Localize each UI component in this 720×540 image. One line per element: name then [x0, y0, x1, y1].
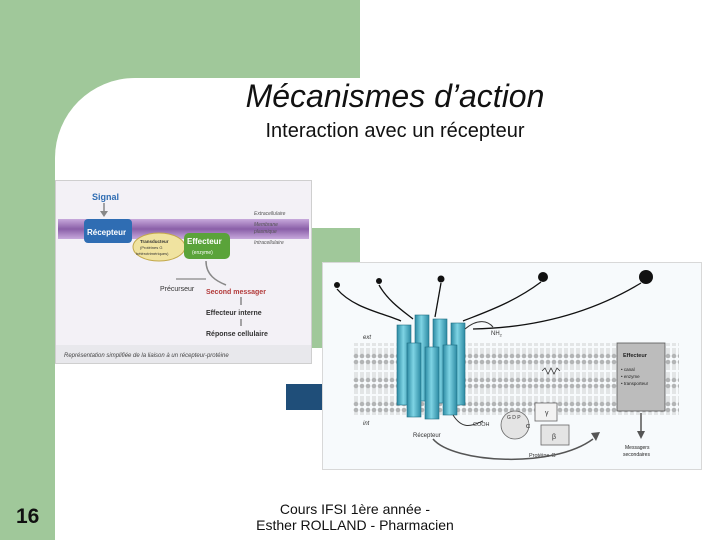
int-label: int — [363, 421, 370, 427]
internal-effector-label: Effecteur interne — [206, 310, 262, 317]
ligand-dot-3 — [437, 275, 445, 283]
extracellular-label: Extracellulaire — [254, 211, 286, 217]
gdp-label: G D P — [507, 415, 521, 421]
ext-label: ext — [363, 335, 371, 341]
gpcr-detailed-diagram: ext int NH2 COOH Récepteur γ α β G D P P… — [323, 263, 701, 469]
figure-receptor-simplified: Signal Récepteur Extracellulaire Membran… — [55, 180, 312, 364]
receptor-simplified-diagram: Signal Récepteur Extracellulaire Membran… — [56, 181, 311, 363]
transducer-label-line1: Transducteur — [140, 239, 169, 244]
helix-6 — [424, 346, 440, 420]
ligand-dot-4 — [538, 272, 548, 282]
effector-box — [616, 342, 666, 412]
beta-label: β — [552, 434, 556, 441]
figure1-caption-bar — [56, 345, 311, 363]
ligand-dot-2 — [376, 278, 382, 284]
activation-arrowhead — [591, 432, 600, 441]
effector-item-1: • canal — [621, 367, 635, 372]
membrane-label-line2: plasmique — [253, 229, 277, 235]
g-protein-alpha — [500, 410, 530, 440]
transducer-label-line3: hétérotrimériques) — [136, 251, 169, 256]
second-messengers-line1: Messagers — [625, 445, 650, 451]
signal-label: Signal — [92, 192, 119, 202]
effector-box — [184, 233, 230, 259]
g-protein-anchor — [541, 367, 561, 375]
slide-number: 16 — [16, 505, 40, 528]
nh2-tail — [464, 321, 494, 330]
slide-title: Mécanismes d’action — [245, 78, 545, 114]
cellular-response-label: Réponse cellulaire — [206, 331, 268, 338]
effector-label: Effecteur — [187, 237, 222, 246]
cooh-tail — [452, 414, 484, 426]
transducer-label-line2: (Protéines G — [140, 245, 162, 250]
slide-subtitle: Interaction avec un récepteur — [265, 120, 525, 142]
slide-footer: Cours IFSI 1ère année - Esther ROLLAND -… — [220, 501, 490, 533]
second-messenger-label: Second messager — [206, 289, 266, 296]
ligand-arrow-2 — [378, 284, 414, 320]
nh2-label: NH2 — [491, 331, 503, 338]
receptor-helices — [396, 314, 466, 420]
ligand-dot-1 — [334, 282, 340, 288]
g-protein-beta — [540, 424, 570, 446]
membrane-label-line1: Membrane — [254, 222, 278, 228]
figure1-caption: Représentation simplifiée de la liaison … — [64, 353, 229, 359]
helix-7 — [442, 344, 458, 416]
g-protein-label: Protéine-G — [529, 453, 556, 459]
ligand-arrow-4 — [462, 281, 542, 322]
ligand-arrow-5 — [472, 282, 642, 330]
receptor-box — [84, 219, 132, 243]
ligand-arrow-3 — [434, 282, 442, 318]
effector-arrowhead — [637, 431, 645, 439]
effector-title: Effecteur — [623, 353, 648, 359]
figure-gpcr-detailed: ext int NH2 COOH Récepteur γ α β G D P P… — [322, 262, 702, 470]
effector-arrow — [205, 260, 227, 286]
alpha-label: α — [526, 423, 530, 430]
helix-5 — [406, 342, 422, 418]
signal-arrowhead — [100, 211, 108, 217]
ligand-dot-5 — [639, 270, 653, 284]
effector-item-2: • enzyme — [621, 374, 640, 379]
footer-line-2: Esther ROLLAND - Pharmacien — [256, 517, 454, 533]
receptor-label: Récepteur — [413, 433, 441, 439]
cooh-label: COOH — [473, 422, 490, 428]
activation-arrow — [432, 438, 594, 460]
receptor-label: Récepteur — [87, 228, 126, 237]
figure1-background — [56, 181, 311, 363]
effector-item-3: • transporteur — [621, 381, 649, 386]
enzyme-label: (enzyme) — [192, 250, 213, 256]
footer-line-1: Cours IFSI 1ère année - — [279, 501, 431, 517]
g-protein-gamma — [534, 402, 558, 422]
intracellular-label: Intracellulaire — [254, 240, 284, 246]
precursor-label: Précurseur — [160, 286, 195, 293]
ligand-arrow-1 — [336, 288, 402, 322]
gamma-label: γ — [545, 410, 549, 417]
second-messengers-line2: secondaires — [623, 452, 650, 458]
